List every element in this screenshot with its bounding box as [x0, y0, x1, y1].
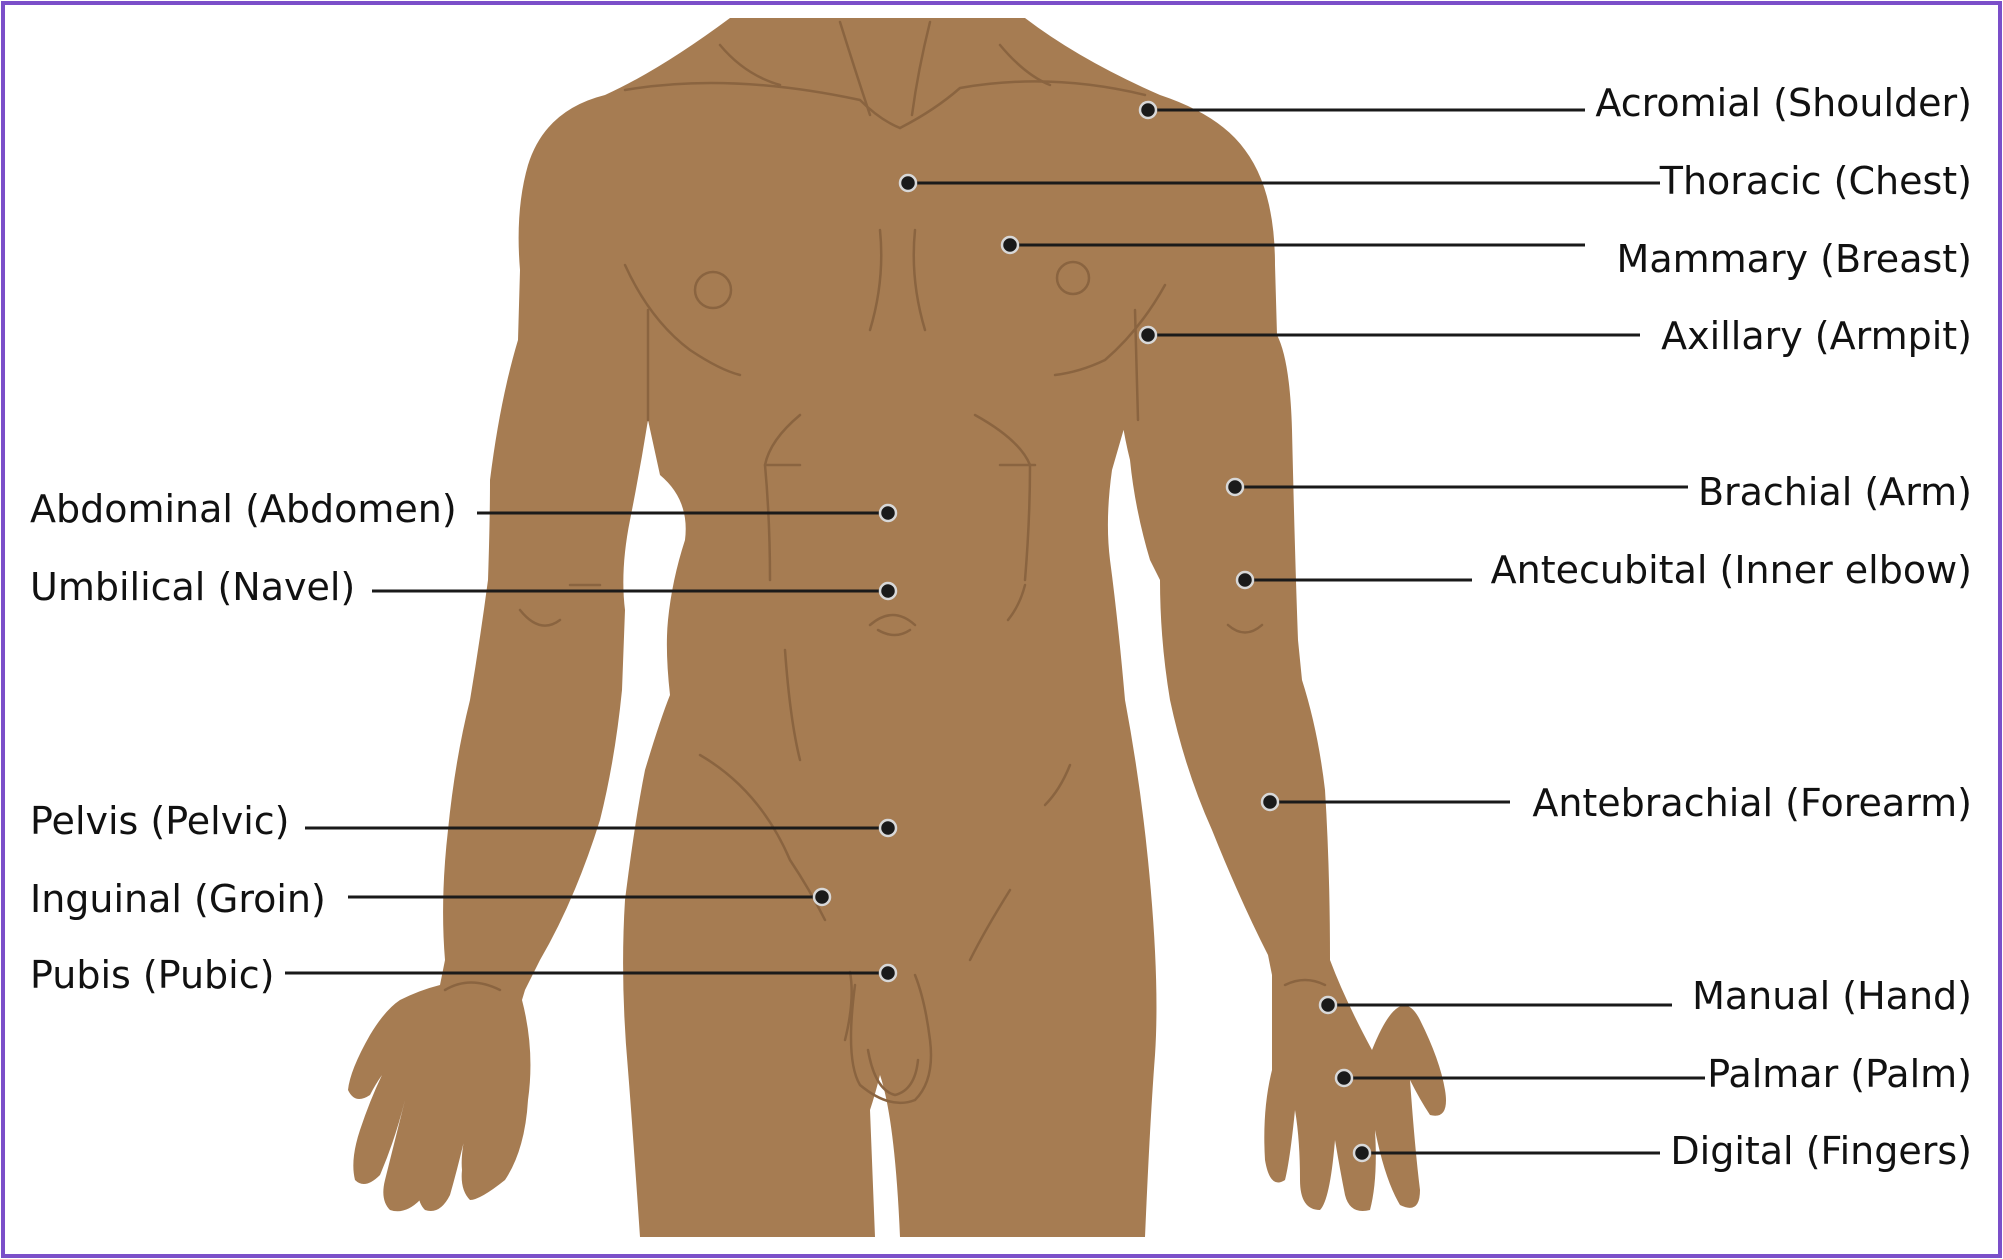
label-antecubital: Antecubital (Inner elbow)	[1491, 548, 1972, 592]
label-thoracic: Thoracic (Chest)	[1659, 159, 1972, 203]
dot-brachial	[1227, 479, 1243, 495]
dot-acromial	[1140, 102, 1156, 118]
label-palmar: Palmar (Palm)	[1707, 1052, 1972, 1096]
label-umbilical: Umbilical (Navel)	[30, 565, 355, 609]
label-acromial: Acromial (Shoulder)	[1595, 81, 1972, 125]
label-abdominal: Abdominal (Abdomen)	[30, 487, 457, 531]
label-pelvis: Pelvis (Pelvic)	[30, 799, 290, 843]
dot-axillary	[1140, 327, 1156, 343]
label-brachial: Brachial (Arm)	[1698, 470, 1972, 514]
dot-antecubital	[1237, 572, 1253, 588]
label-digital: Digital (Fingers)	[1670, 1129, 1972, 1173]
label-mammary: Mammary (Breast)	[1617, 237, 1972, 281]
dot-inguinal	[814, 889, 830, 905]
dot-digital	[1354, 1145, 1370, 1161]
dot-palmar	[1336, 1070, 1352, 1086]
label-pubis: Pubis (Pubic)	[30, 953, 274, 997]
dot-manual	[1320, 997, 1336, 1013]
dot-pelvis	[880, 820, 896, 836]
dot-umbilical	[880, 583, 896, 599]
label-manual: Manual (Hand)	[1692, 974, 1972, 1018]
dot-pubis	[880, 965, 896, 981]
label-axillary: Axillary (Armpit)	[1661, 314, 1972, 358]
dot-mammary	[1002, 237, 1018, 253]
dot-abdominal	[880, 505, 896, 521]
dot-antebrachial	[1262, 794, 1278, 810]
dot-thoracic	[900, 175, 916, 191]
label-inguinal: Inguinal (Groin)	[30, 877, 326, 921]
label-antebrachial: Antebrachial (Forearm)	[1532, 781, 1972, 825]
